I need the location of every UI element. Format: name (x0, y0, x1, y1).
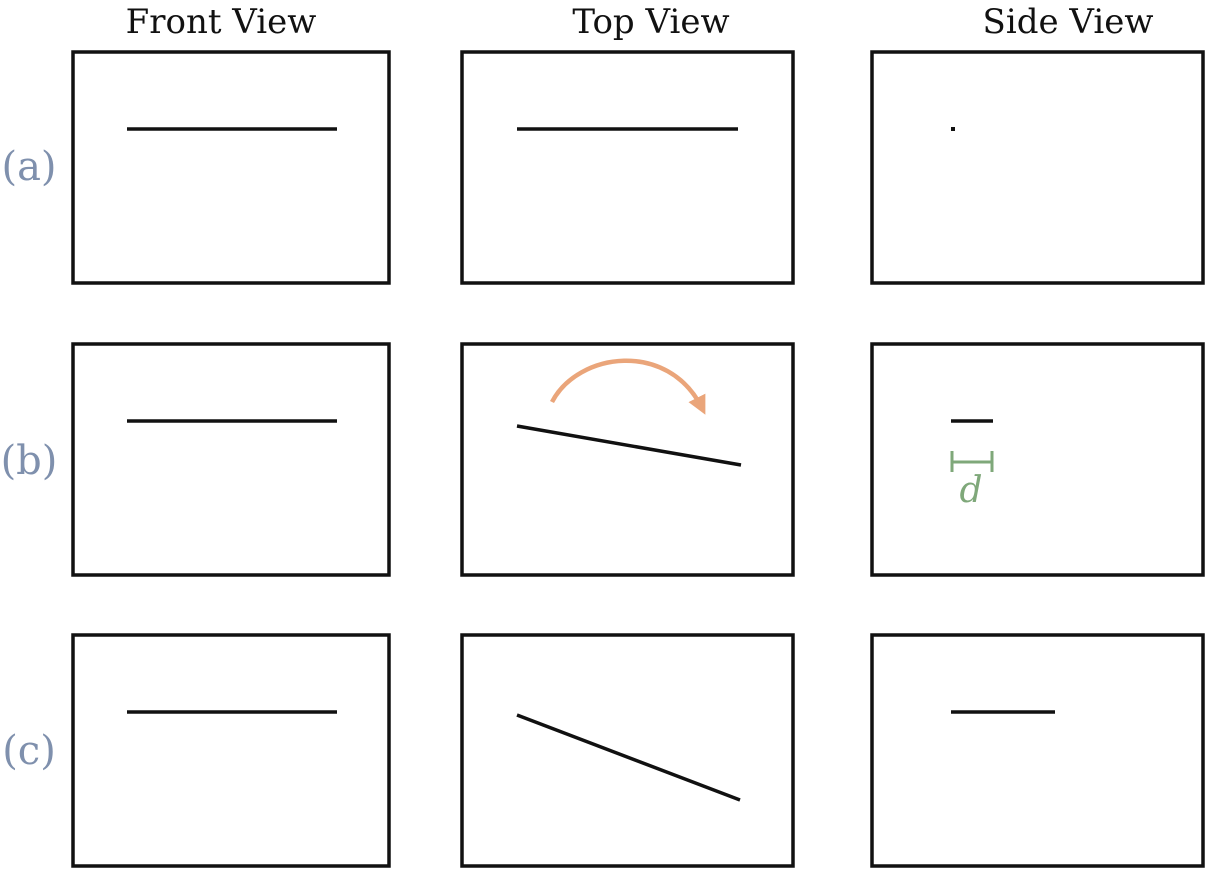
row-c (71, 633, 1205, 868)
dimension-label: d (959, 470, 982, 511)
side-view-point-a (951, 127, 955, 131)
row-label-c: (c) (2, 728, 56, 774)
top-view-segment-c (516, 713, 741, 802)
top-view-panel-c (460, 633, 795, 868)
side-view-panel-b (870, 342, 1205, 577)
top-view-panel-a (460, 50, 795, 285)
curved-arrow-icon (550, 358, 706, 415)
front-view-panel-b (71, 342, 391, 577)
top-view-segment-b (516, 424, 742, 467)
row-b: d (71, 342, 1205, 577)
row-a (71, 50, 1205, 285)
top-view-title: Top View (572, 2, 729, 42)
side-view-panel-c (870, 633, 1205, 868)
side-view-title: Side View (983, 2, 1154, 42)
side-view-panel-a (870, 50, 1205, 285)
front-view-panel-c (71, 633, 391, 868)
top-view-panel-b (460, 342, 795, 577)
row-label-a: (a) (1, 144, 56, 190)
row-label-b: (b) (1, 438, 58, 484)
front-view-title: Front View (126, 2, 317, 42)
dimension-bracket (950, 451, 994, 472)
front-view-panel-a (71, 50, 391, 285)
